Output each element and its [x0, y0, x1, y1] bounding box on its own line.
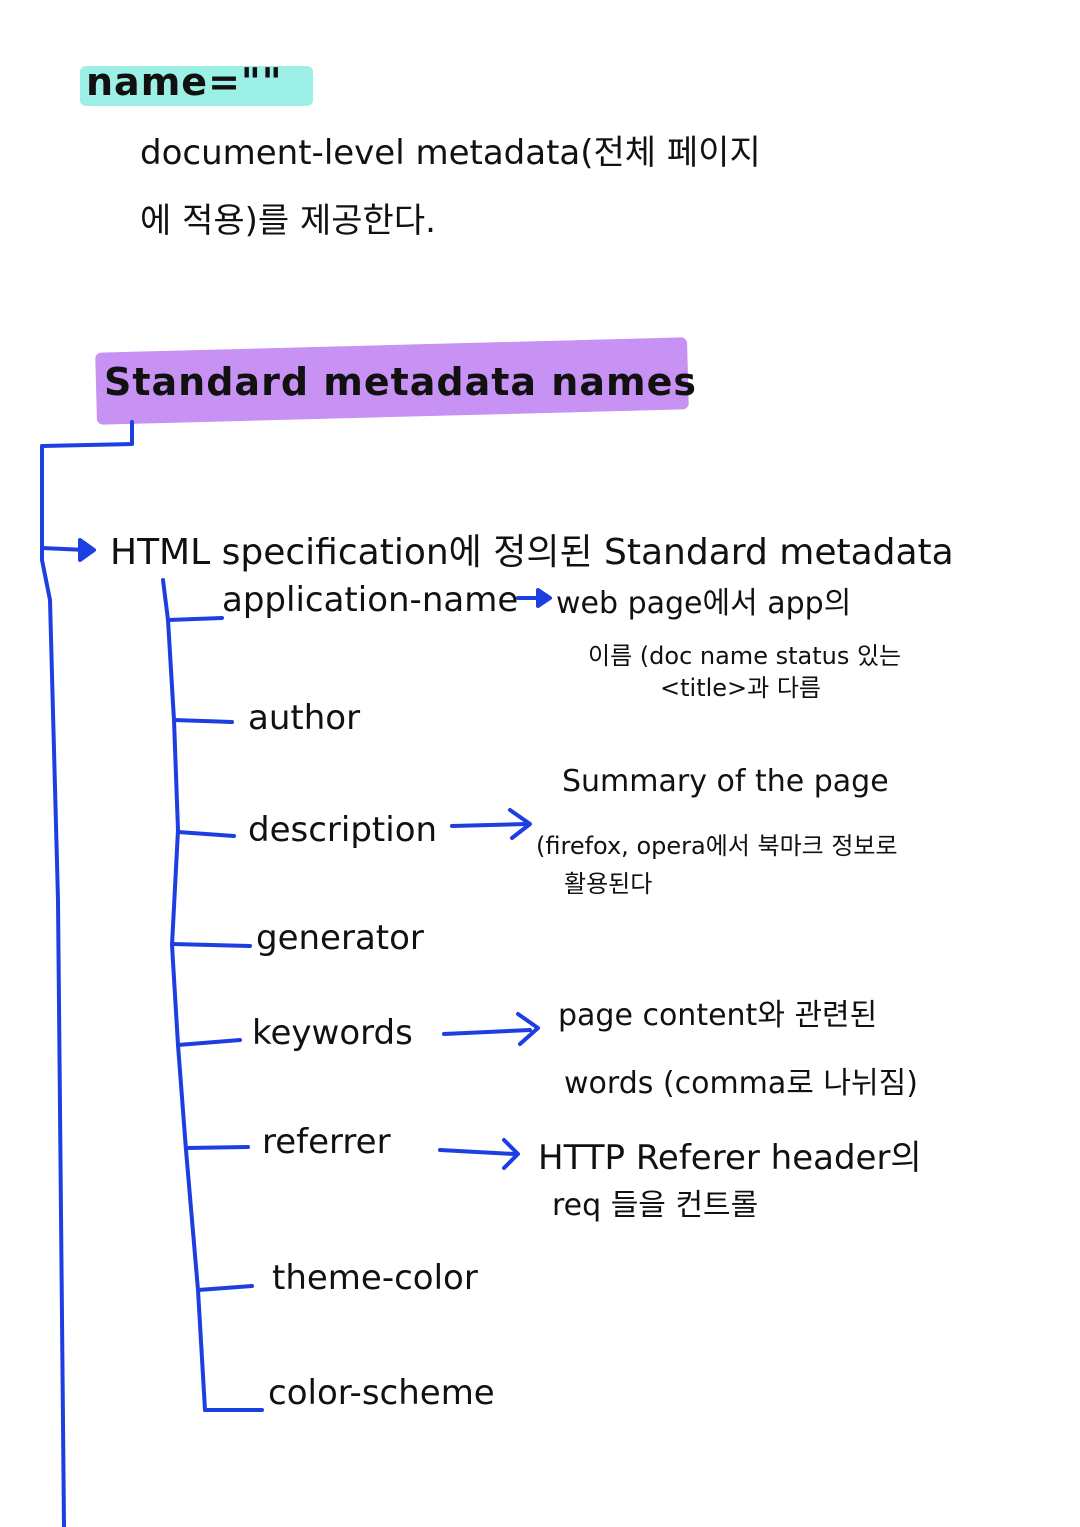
heading: name="": [86, 60, 283, 104]
item-keywords: keywords: [252, 1013, 413, 1053]
intro-line-1: document-level metadata(전체 페이지: [140, 133, 761, 173]
branch-title: HTML specification에 정의된 Standard metadat…: [110, 532, 954, 573]
item-referrer: referrer: [262, 1122, 391, 1162]
description-note-3: 활용된다: [564, 870, 653, 898]
intro-line-2: 에 적용)를 제공한다.: [140, 201, 436, 241]
application-name-note-2: 이름 (doc name status 있는: [588, 642, 902, 670]
keywords-note-2: words (comma로 나뉘짐): [564, 1066, 918, 1101]
description-note-1: Summary of the page: [562, 764, 889, 799]
item-generator: generator: [256, 918, 424, 958]
keywords-note-1: page content와 관련된: [558, 998, 878, 1033]
section-title: Standard metadata names: [104, 360, 697, 404]
referrer-note-2: req 들을 컨트롤: [552, 1188, 759, 1223]
item-theme-color: theme-color: [272, 1258, 478, 1298]
item-color-scheme: color-scheme: [268, 1373, 495, 1413]
application-name-note-3: <title>과 다름: [660, 674, 822, 702]
item-application-name: application-name: [222, 580, 519, 620]
heading-highlight: [80, 66, 313, 106]
item-author: author: [248, 698, 361, 738]
item-description: description: [248, 810, 438, 850]
referrer-note-1: HTTP Referer header의: [538, 1138, 922, 1178]
application-name-note-1: web page에서 app의: [556, 586, 852, 621]
description-note-2: (firefox, opera에서 북마크 정보로: [536, 832, 898, 860]
